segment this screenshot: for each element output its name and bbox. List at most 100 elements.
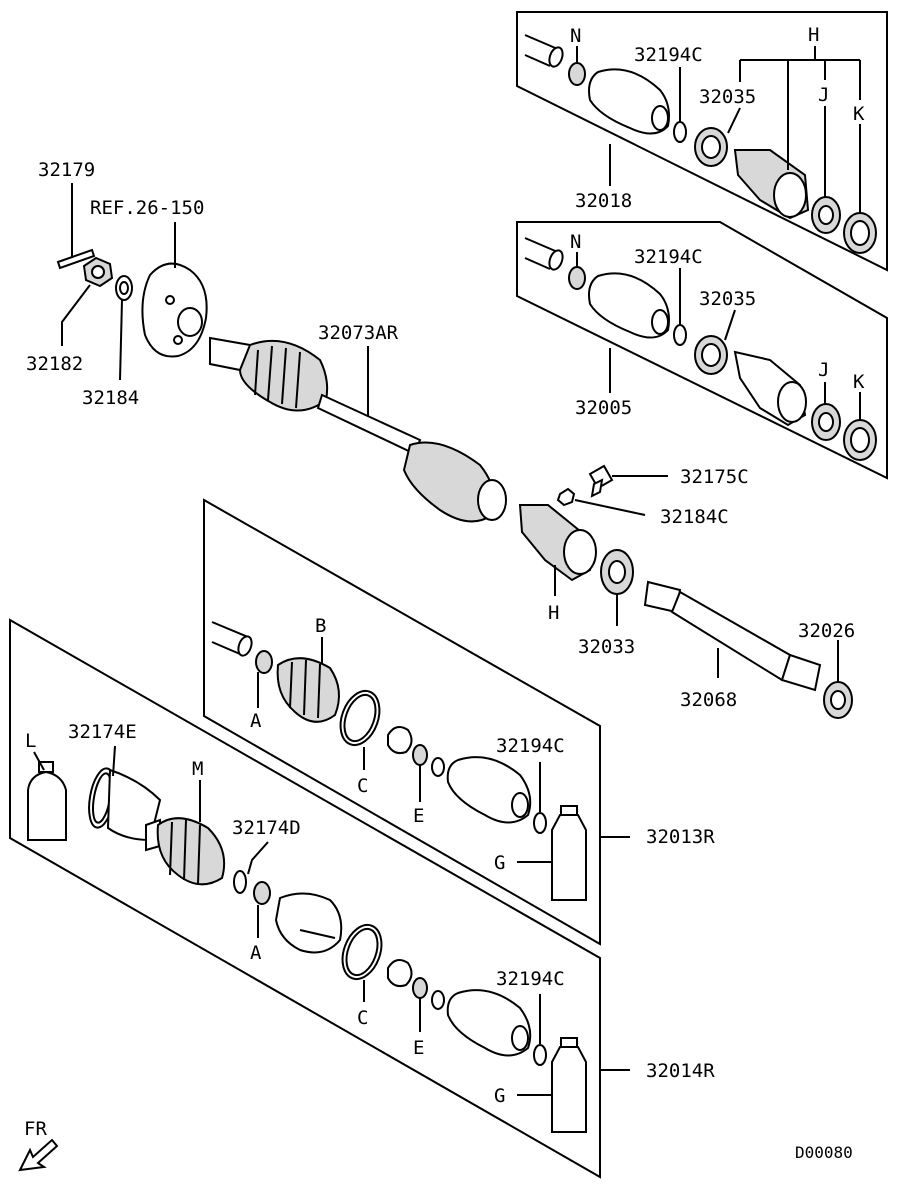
box2-housing <box>733 350 807 427</box>
kit-box-32005 <box>516 221 888 480</box>
arrow-front-icon <box>18 1138 59 1172</box>
box1-seal-32035 <box>694 127 728 167</box>
label-box2-k: K <box>853 371 865 393</box>
box3-snap-ring-e <box>412 744 428 766</box>
label-box1-32035: 32035 <box>699 86 756 108</box>
kit-box-32013R <box>203 498 601 946</box>
box1-snap-ring-n <box>568 62 586 86</box>
label-box2-32194c: 32194C <box>634 246 703 268</box>
nut-32184c <box>556 487 576 507</box>
label-box1-32194c: 32194C <box>634 44 703 66</box>
label-box4-32174e: 32174E <box>68 721 137 743</box>
box3-shaft-stub <box>211 621 253 657</box>
label-box4-l: L <box>25 730 36 752</box>
box1-bearing-j <box>811 196 841 234</box>
cotter-pin-32179 <box>56 248 96 270</box>
label-box4-32194c: 32194C <box>496 968 565 990</box>
box4-boot <box>446 989 532 1057</box>
box3-band-c <box>339 689 381 747</box>
label-fr: FR <box>24 1118 47 1140</box>
box3-boot <box>446 756 532 824</box>
box1-boot <box>588 68 670 135</box>
leader-32182 <box>61 284 91 346</box>
kit-box-32014R <box>9 618 601 1179</box>
box2-boot <box>588 272 670 339</box>
box3-clamp-a <box>255 650 273 674</box>
diagram-code: D00080 <box>795 1143 853 1162</box>
label-box4-a: A <box>250 942 262 964</box>
label-32014r: 32014R <box>646 1060 715 1082</box>
box3-leaders <box>257 637 630 863</box>
label-box3-a: A <box>250 710 262 732</box>
label-box4-g: G <box>494 1085 505 1107</box>
box3-ring <box>431 757 445 777</box>
label-32068: 32068 <box>680 689 737 711</box>
box2-snap-ring-n <box>568 266 586 290</box>
label-box3-b: B <box>315 615 326 637</box>
box1-leaders <box>576 46 861 213</box>
bolt-32175c <box>588 464 614 498</box>
box4-band-32174e <box>88 767 162 842</box>
label-32005: 32005 <box>575 397 632 419</box>
hub-ref-26-150 <box>141 262 208 358</box>
label-32179: 32179 <box>38 159 95 181</box>
box2-leaders <box>576 252 861 420</box>
housing-h <box>518 504 597 582</box>
box4-leader-l <box>33 751 45 771</box>
label-box4-m: M <box>192 758 203 780</box>
box1-shaft-stub <box>524 34 564 68</box>
label-box1-j: J <box>818 84 829 106</box>
box4-snap-ring-e <box>412 977 428 999</box>
intermediate-shaft-32068 <box>643 580 822 692</box>
label-box2-32035: 32035 <box>699 288 756 310</box>
drive-shaft-32073ar <box>209 336 507 523</box>
box4-spider <box>387 958 413 988</box>
box2-shaft-stub <box>524 237 564 271</box>
box3-grease-g <box>551 805 587 901</box>
box4-grease-g <box>551 1037 587 1133</box>
label-32018: 32018 <box>575 190 632 212</box>
label-box3-e: E <box>413 805 424 827</box>
box4-boot-m <box>145 817 226 886</box>
label-32184: 32184 <box>82 387 139 409</box>
box4-clamp-32174d <box>233 870 271 905</box>
seal-32026 <box>823 681 853 719</box>
label-ref-26-150: REF.26-150 <box>90 197 204 219</box>
label-32182: 32182 <box>26 353 83 375</box>
box4-grease-l <box>27 761 67 841</box>
label-box3-32194c: 32194C <box>496 735 565 757</box>
leader-32184 <box>119 299 123 381</box>
label-box4-32174d: 32174D <box>232 817 301 839</box>
label-box1-h: H <box>808 24 819 46</box>
box4-leader-32174d <box>247 841 269 875</box>
label-box4-e: E <box>413 1037 424 1059</box>
label-h: H <box>548 602 559 624</box>
label-box1-k: K <box>853 103 865 125</box>
box1-seal-k <box>843 212 877 254</box>
box4-housing <box>274 892 343 954</box>
box2-bearing-j <box>811 403 841 441</box>
label-32033: 32033 <box>578 636 635 658</box>
kit-box-32018 <box>516 11 888 272</box>
box1-ring-32194c <box>673 121 687 143</box>
box2-seal-32035 <box>694 335 728 375</box>
label-box4-c: C <box>357 1007 368 1029</box>
seal-32033 <box>600 549 634 595</box>
label-box2-n: N <box>570 231 581 253</box>
box3-boot-b <box>276 657 340 723</box>
box4-band-c <box>341 923 383 981</box>
leader-32184c <box>574 499 646 516</box>
label-32073ar: 32073AR <box>318 322 399 344</box>
washer-32184 <box>115 275 133 301</box>
nut-32182 <box>82 256 114 288</box>
box3-spider <box>387 725 413 755</box>
label-box3-c: C <box>357 775 368 797</box>
box2-ring-32194c <box>673 324 687 346</box>
label-box3-g: G <box>494 852 505 874</box>
label-box1-n: N <box>570 25 581 47</box>
box2-seal-k <box>843 419 877 461</box>
box3-ring-32194c <box>533 812 547 834</box>
label-32026: 32026 <box>798 620 855 642</box>
box1-housing-h <box>733 149 810 220</box>
